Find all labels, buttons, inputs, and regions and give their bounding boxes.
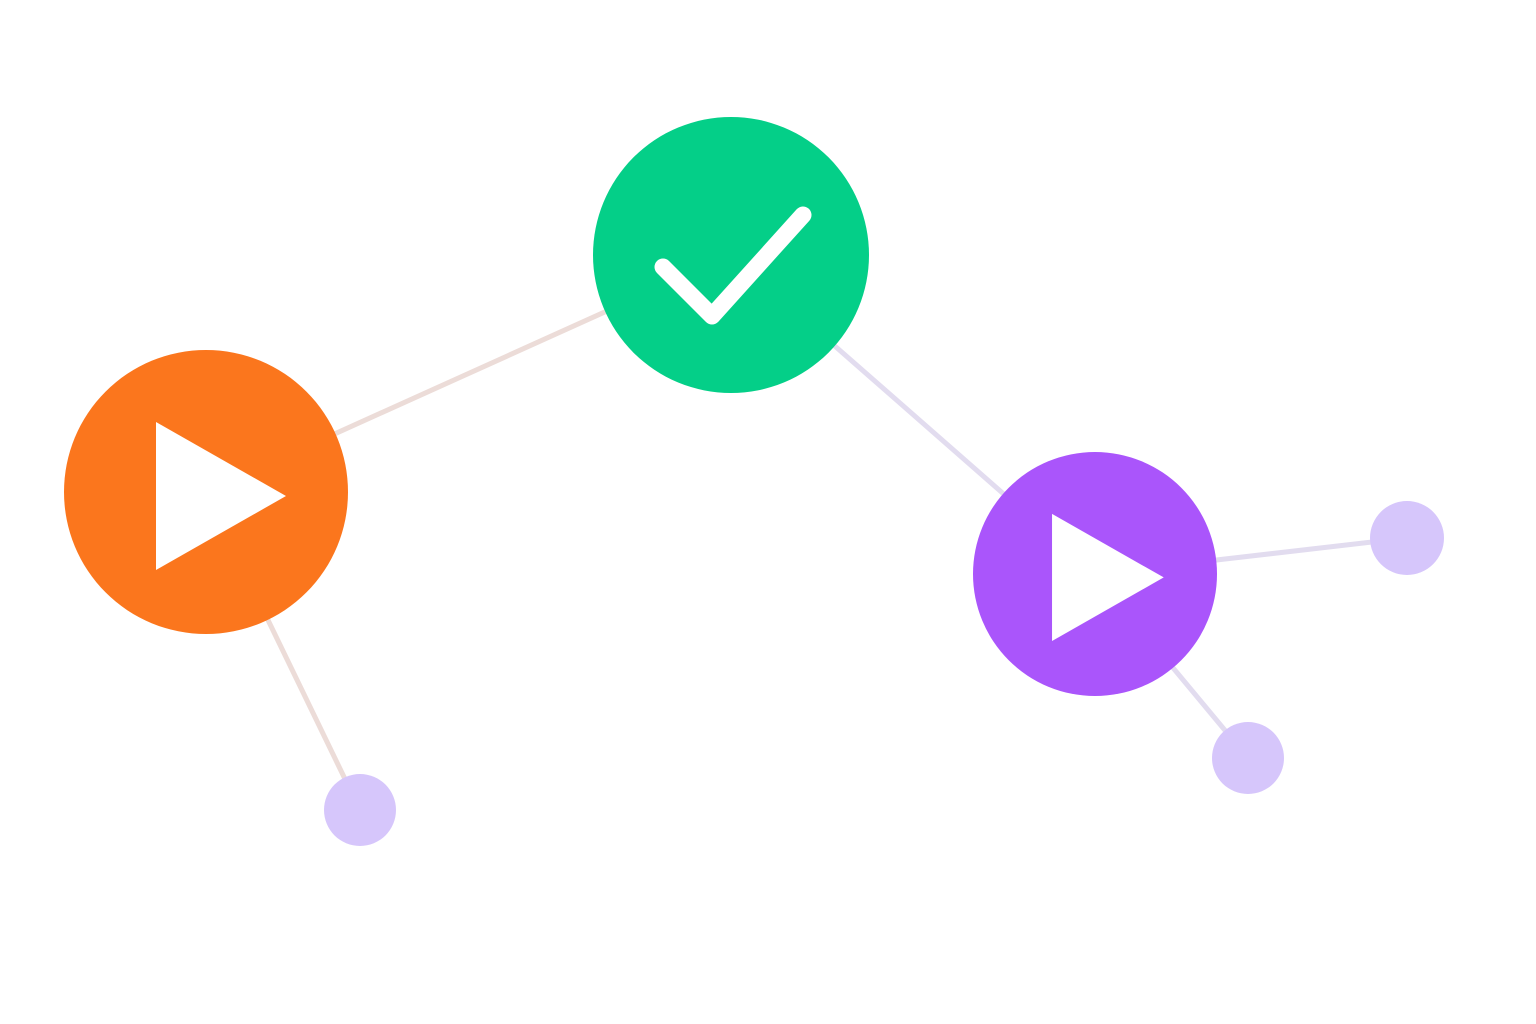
- node-play-orange[interactable]: [64, 350, 348, 634]
- node-play-purple[interactable]: [973, 452, 1217, 696]
- play-icon: [1052, 513, 1164, 642]
- satellite-dot: [1370, 501, 1444, 575]
- node-satellite-right-bottom: [1212, 722, 1284, 794]
- satellite-dot: [1212, 722, 1284, 794]
- node-satellite-left: [324, 774, 396, 846]
- check-icon: [654, 206, 812, 325]
- play-icon: [156, 422, 286, 570]
- node-satellite-right-top: [1370, 501, 1444, 575]
- node-check-green[interactable]: [593, 117, 869, 393]
- satellite-dot: [324, 774, 396, 846]
- nodes-layer: [64, 117, 1444, 846]
- node-circle: [593, 117, 869, 393]
